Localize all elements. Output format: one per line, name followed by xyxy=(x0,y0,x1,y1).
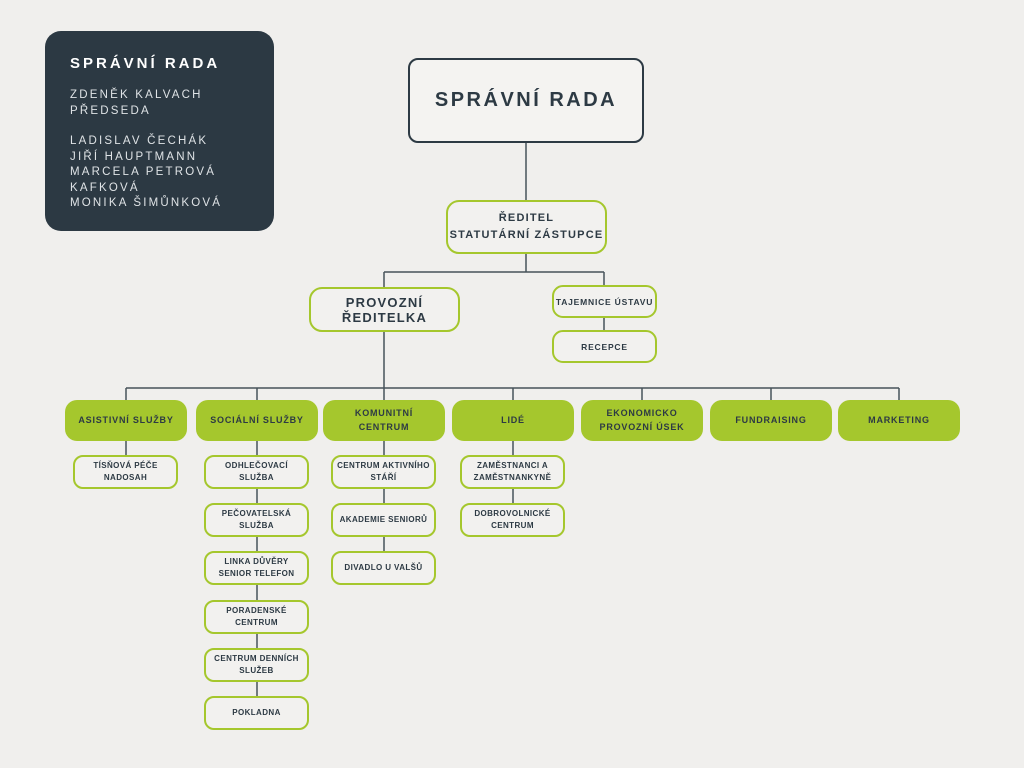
sub-label: DIVADLO U VALŠŮ xyxy=(344,563,423,572)
board-member: JIŘÍ HAUPTMANN xyxy=(70,150,198,163)
sub-node-pecovatelska-sluzba: PEČOVATELSKÁ SLUŽBA xyxy=(204,503,309,537)
panel-spacer xyxy=(70,119,254,134)
sub-node-linka-duvery-senior-telefon: LINKA DŮVĚRY SENIOR TELEFON xyxy=(204,551,309,585)
sub-node-centrum-dennich-sluzeb: CENTRUM DENNÍCH SLUŽEB xyxy=(204,648,309,682)
sub-label: ODHLEČOVACÍ SLUŽBA xyxy=(225,461,288,482)
dept-label: SOCIÁLNÍ SLUŽBY xyxy=(210,414,304,425)
node-reditel-label: ŘEDITEL STATUTÁRNÍ ZÁSTUPCE xyxy=(450,210,604,244)
sub-node-odhlecovaci-sluzba: ODHLEČOVACÍ SLUŽBA xyxy=(204,455,309,489)
board-member: MARCELA PETROVÁ KAFKOVÁ xyxy=(70,166,217,194)
dept-node-komunitni-centrum: KOMUNITNÍ CENTRUM xyxy=(323,400,445,441)
sub-node-dobrovolnicke-centrum: DOBROVOLNICKÉ CENTRUM xyxy=(460,503,565,537)
dept-node-lide: LIDÉ xyxy=(452,400,574,441)
sub-label: POKLADNA xyxy=(232,708,281,717)
node-reditel: ŘEDITEL STATUTÁRNÍ ZÁSTUPCE xyxy=(446,200,607,254)
sub-node-zamestnanci-a-zamestnankyne: ZAMĚSTNANCI A ZAMĚSTNANKYNĚ xyxy=(460,455,565,489)
sub-label: ZAMĚSTNANCI A ZAMĚSTNANKYNĚ xyxy=(473,461,552,482)
sub-label: DOBROVOLNICKÉ CENTRUM xyxy=(474,509,551,530)
node-tajemnice-label: TAJEMNICE ÚSTAVU xyxy=(555,296,654,307)
sub-label: CENTRUM AKTIVNÍHO STÁŘÍ xyxy=(337,461,430,482)
node-tajemnice-ustavu: TAJEMNICE ÚSTAVU xyxy=(552,285,657,318)
sub-node-divadlo-u-valsu: DIVADLO U VALŠŮ xyxy=(331,551,436,585)
dept-node-asistivni-sluzby: ASISTIVNÍ SLUŽBY xyxy=(65,400,187,441)
sub-label: PORADENSKÉ CENTRUM xyxy=(226,606,287,627)
dept-node-socialni-sluzby: SOCIÁLNÍ SLUŽBY xyxy=(196,400,318,441)
sub-label: CENTRUM DENNÍCH SLUŽEB xyxy=(214,654,299,675)
dept-label: LIDÉ xyxy=(501,414,525,425)
node-provozni-reditelka-label: PROVOZNÍ ŘEDITELKA xyxy=(341,294,428,325)
node-reditel-line2: STATUTÁRNÍ ZÁSTUPCE xyxy=(449,229,604,241)
sub-node-centrum-aktivniho-stari: CENTRUM AKTIVNÍHO STÁŘÍ xyxy=(331,455,436,489)
node-spravni-rada: SPRÁVNÍ RADA xyxy=(408,58,644,143)
sub-label: LINKA DŮVĚRY SENIOR TELEFON xyxy=(218,557,295,578)
node-recepce-label: RECEPCE xyxy=(581,341,628,352)
sub-label: TÍSŇOVÁ PÉČE NADOSAH xyxy=(93,461,158,482)
dept-node-marketing: MARKETING xyxy=(838,400,960,441)
board-panel-title: SPRÁVNÍ RADA xyxy=(70,55,221,72)
node-recepce: RECEPCE xyxy=(552,330,657,363)
board-panel: SPRÁVNÍ RADA ZDENĚK KALVACH PŘEDSEDA LAD… xyxy=(45,31,274,231)
dept-label: KOMUNITNÍ CENTRUM xyxy=(354,408,414,432)
sub-label: AKADEMIE SENIORŮ xyxy=(339,515,428,524)
sub-node-tisnova-pece-nadosah: TÍSŇOVÁ PÉČE NADOSAH xyxy=(73,455,178,489)
dept-label: FUNDRAISING xyxy=(735,414,807,425)
board-member: LADISLAV ČECHÁK xyxy=(70,135,209,147)
node-reditel-line1: ŘEDITEL xyxy=(498,211,555,224)
board-chair-name: ZDENĚK KALVACH xyxy=(70,89,203,101)
sub-node-akademie-senioru: AKADEMIE SENIORŮ xyxy=(331,503,436,537)
dept-label: MARKETING xyxy=(868,414,930,425)
dept-node-fundraising: FUNDRAISING xyxy=(710,400,832,441)
sub-node-pokladna: POKLADNA xyxy=(204,696,309,730)
board-member: MONIKA ŠIMŮNKOVÁ xyxy=(70,197,223,209)
node-spravni-rada-label: SPRÁVNÍ RADA xyxy=(434,89,618,111)
sub-node-poradenske-centrum: PORADENSKÉ CENTRUM xyxy=(204,600,309,634)
board-chair-role: PŘEDSEDA xyxy=(70,104,151,117)
dept-node-ekonomicko-provozni-usek: EKONOMICKO PROVOZNÍ ÚSEK xyxy=(581,400,703,441)
dept-label: ASISTIVNÍ SLUŽBY xyxy=(78,414,174,425)
sub-label: PEČOVATELSKÁ SLUŽBA xyxy=(221,509,292,530)
dept-label: EKONOMICKO PROVOZNÍ ÚSEK xyxy=(599,408,685,432)
node-provozni-reditelka: PROVOZNÍ ŘEDITELKA xyxy=(309,287,460,332)
